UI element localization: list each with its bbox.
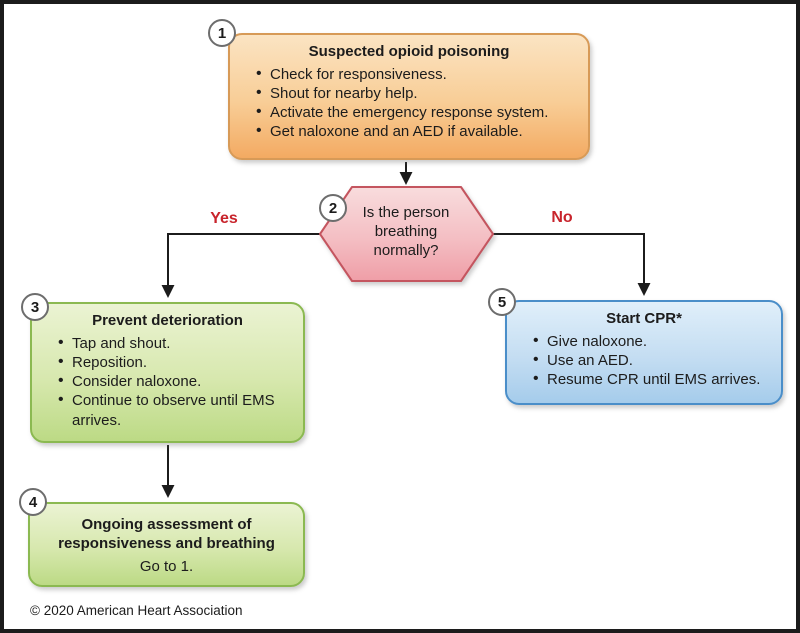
step3-number-badge: 3 (21, 293, 49, 321)
step5-title: Start CPR* (606, 310, 682, 327)
bullet-item: Consider naloxone. (56, 371, 291, 392)
step2-number-badge: 2 (319, 194, 347, 222)
step5-bullet-list: Give naloxone.Use an AED.Resume CPR unti… (531, 331, 769, 390)
bullet-item: Give naloxone. (531, 331, 769, 352)
step3-bullet-list: Tap and shout.Reposition.Consider naloxo… (56, 333, 291, 430)
step1-box: Suspected opioid poisoning Check for res… (228, 33, 590, 160)
bullet-item: Resume CPR until EMS arrives. (531, 369, 769, 390)
step3-box: Prevent deterioration Tap and shout.Repo… (30, 302, 305, 443)
step4-number-badge: 4 (19, 488, 47, 516)
step1-number-badge: 1 (208, 19, 236, 47)
step5-number-badge: 5 (488, 288, 516, 316)
bullet-item: Reposition. (56, 352, 291, 373)
step4-box: Ongoing assessment of responsiveness and… (28, 502, 305, 587)
step4-note: Go to 1. (139, 557, 194, 575)
bullet-item: Shout for nearby help. (254, 83, 576, 104)
bullet-item: Continue to observe until EMS arrives. (56, 390, 291, 429)
step1-bullet-list: Check for responsiveness.Shout for nearb… (254, 64, 576, 142)
step1-title: Suspected opioid poisoning (308, 43, 510, 60)
step5-box: Start CPR* Give naloxone.Use an AED.Resu… (505, 300, 783, 405)
arrow-no-to-step5 (491, 233, 651, 296)
connector-lines (161, 162, 651, 498)
bullet-item: Get naloxone and an AED if available. (254, 121, 576, 142)
copyright-text: © 2020 American Heart Association (30, 603, 243, 618)
step3-title: Prevent deterioration (92, 312, 243, 329)
decision-hexagon (319, 186, 494, 282)
decision-question: Is the person breathing normally? (362, 204, 450, 260)
yes-branch-label: Yes (210, 210, 238, 227)
bullet-item: Check for responsiveness. (254, 64, 576, 85)
bullet-item: Tap and shout. (56, 333, 291, 354)
bullet-item: Use an AED. (531, 350, 769, 371)
bullet-item: Activate the emergency response system. (254, 102, 576, 123)
no-branch-label: No (551, 209, 573, 226)
step4-title: Ongoing assessment of responsiveness and… (58, 516, 275, 552)
arrow-yes-to-step3 (161, 233, 322, 298)
